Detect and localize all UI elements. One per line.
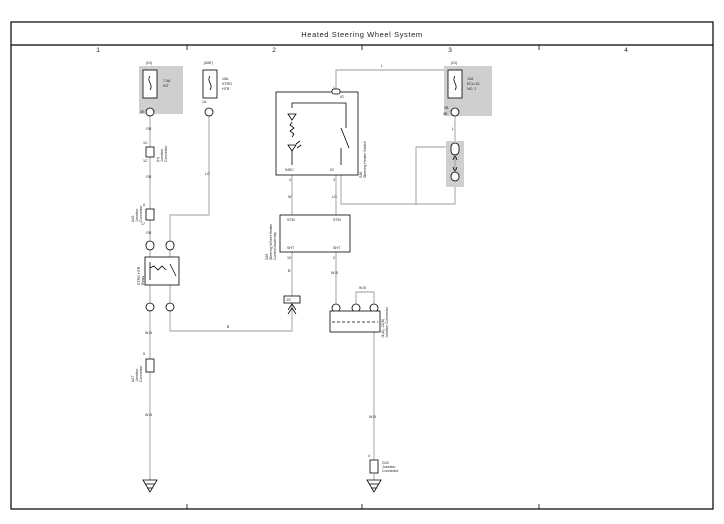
fuse-bat-rating: 15A — [222, 77, 229, 81]
wire-w-1: W — [288, 195, 292, 199]
inline-connector-right — [446, 141, 464, 187]
fuse-ig-right-pin: 3B — [443, 112, 448, 116]
fuse-ig-left-source: (IG) — [146, 61, 152, 65]
wire-lg-2: LG — [332, 195, 337, 199]
svg-text:Connector: Connector — [139, 205, 143, 222]
svg-text:Junction: Junction — [135, 209, 139, 222]
junction-h: 1C 1C (H) Junction Connector — [143, 141, 168, 163]
fuse-ig-left-rating: 7.5A — [163, 79, 171, 83]
pin-17: 17 — [141, 222, 145, 226]
pin-3: 3 — [333, 178, 335, 182]
wire-wb-1: W-B — [145, 331, 153, 335]
ground-icon-left — [142, 479, 158, 493]
svg-text:S35: S35 — [265, 254, 269, 260]
svg-text:A27: A27 — [131, 376, 135, 382]
ecu-stm2: STM — [333, 218, 341, 222]
ecu-stm1: STM — [287, 218, 295, 222]
switch-ig2-label: IG — [330, 168, 334, 172]
svg-text:Junction Connector: Junction Connector — [385, 306, 389, 338]
fuse-ig-right-source: (IG) — [451, 61, 457, 65]
ground-icon-right — [366, 473, 382, 493]
wire-l-right: L — [452, 127, 454, 131]
fuse-ig-left-pin: 3E — [140, 110, 145, 114]
svg-text:Connector: Connector — [164, 145, 168, 162]
switch-pin-top — [331, 88, 341, 95]
fuse-ig-left: (IG) 7.5A IGT 3E — [139, 61, 183, 117]
wire-wb-4: W-B — [369, 415, 377, 419]
switch-indc-label: INDC — [285, 168, 294, 172]
wire-wb-3: W-B — [331, 271, 339, 275]
junction-j1-j2: W-B J1(A), J2(B) Junction Connector — [329, 286, 389, 338]
pin-5: 5 — [143, 352, 145, 356]
relay: STRG HTR Relay — [137, 240, 180, 312]
wire-b-1: B — [288, 269, 291, 273]
fuse-ig-left-name: IGT — [163, 84, 170, 88]
fuse-bat: (BAT) 15A STRG HTR — [202, 61, 232, 117]
fuse-ig-right: (IG) 10A ECU-IG NO. 2 3B — [443, 61, 492, 117]
pin-1c-bottom: 1C — [143, 159, 148, 163]
pin-1c: 1C — [143, 141, 148, 145]
wire-paths — [149, 69, 456, 480]
g20-name: Junction — [382, 465, 395, 469]
steering-wheel-heater-ecu: STM STM SHT SHT S35 Steering Wheel Heate… — [265, 214, 351, 260]
switch-ig-label: IG — [340, 95, 344, 99]
g20-name2: Connector — [382, 469, 399, 473]
svg-text:J1(A), J2(B): J1(A), J2(B) — [381, 319, 385, 338]
fuse-ig-right-name: ECU-IG — [467, 82, 480, 86]
ecu-sht1: SHT — [287, 246, 295, 250]
pin-10: 10 — [287, 256, 291, 260]
ecu-sht2: SHT — [333, 246, 341, 250]
pin-1: 1 — [333, 86, 335, 90]
pin-8: 8 — [143, 203, 145, 207]
fuse-bat-name: STRG — [222, 82, 232, 86]
pin-1a: 1A — [202, 100, 207, 104]
junction-a27: A27 Junction Connector — [131, 358, 155, 382]
pin-4c: 4 — [368, 454, 370, 458]
svg-text:Junction: Junction — [135, 369, 139, 382]
zone-3: 3 — [448, 47, 452, 54]
pin-4: 4 — [289, 178, 291, 182]
wire-lg-1: LG — [205, 172, 210, 176]
zone-2: 2 — [272, 47, 276, 54]
wire-wb-2: W-B — [145, 413, 153, 417]
svg-text:Steering Heater Switch: Steering Heater Switch — [363, 141, 367, 178]
fuse-ig-right-rating: 10A — [467, 77, 474, 81]
spiral-id: J/C — [286, 298, 292, 302]
fuse-bat-name2: HTR — [222, 87, 230, 91]
zone-4: 4 — [624, 47, 628, 54]
steering-heater-switch: IG INDC IG S36 Steering Heater Switch — [275, 91, 367, 178]
svg-text:A40: A40 — [131, 216, 135, 222]
spiral-cable: J/C — [283, 295, 301, 315]
svg-text:S36: S36 — [359, 172, 363, 178]
wire-wb-bus: W-B — [359, 286, 367, 290]
wire-l-top: L — [381, 64, 383, 68]
svg-text:Connector: Connector — [139, 365, 143, 382]
wire-gr-2: GR — [146, 175, 152, 179]
pin-2: 2 — [333, 256, 335, 260]
svg-text:(H): (H) — [156, 157, 160, 162]
wire-gr-3: GR — [146, 231, 152, 235]
junction-a40: 8 17 A40 Junction Connector — [131, 203, 155, 226]
pin-3b: 3B — [444, 106, 449, 110]
svg-text:Control Assembly: Control Assembly — [273, 232, 277, 260]
fuse-ig-right-name2: NO. 2 — [467, 87, 476, 91]
zone-1: 1 — [96, 47, 100, 54]
junction-g20: G20 Junction Connector — [369, 459, 399, 474]
diagram-title: Heated Steering Wheel System — [301, 30, 422, 39]
svg-text:Relay: Relay — [141, 276, 145, 285]
svg-text:Junction: Junction — [160, 149, 164, 162]
diagram-frame — [10, 21, 714, 510]
g20-id: G20 — [382, 461, 389, 465]
fuse-bat-source: (BAT) — [204, 61, 213, 65]
wire-gr-1: GR — [146, 127, 152, 131]
zone-markers — [186, 45, 540, 509]
svg-text:Steering Wheel Heater: Steering Wheel Heater — [269, 223, 273, 260]
wire-b-bottom: B — [227, 325, 230, 329]
svg-text:STRG HTR: STRG HTR — [137, 266, 141, 285]
